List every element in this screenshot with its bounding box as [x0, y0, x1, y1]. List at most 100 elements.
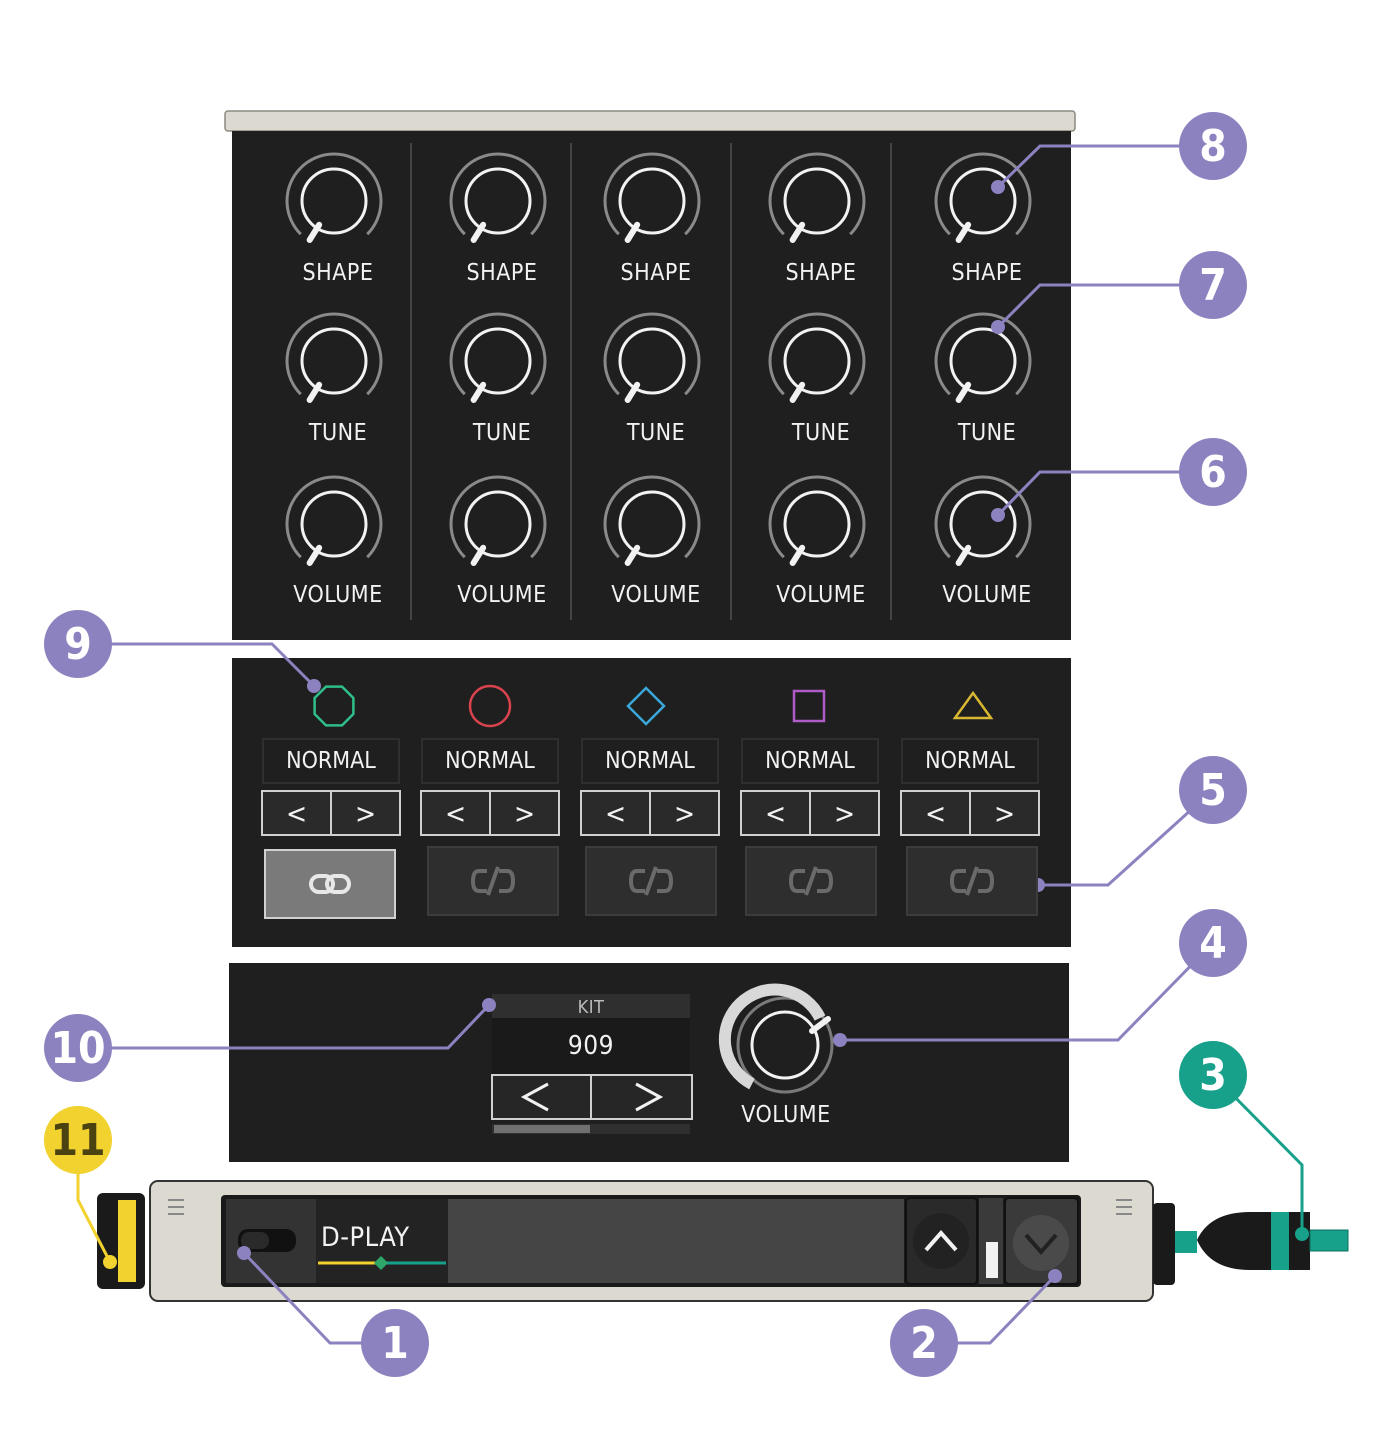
knob-tune[interactable]: [603, 312, 701, 404]
knob-volume[interactable]: [603, 475, 701, 567]
callout-anchor-dot: [991, 320, 1005, 334]
cable-tip: [1309, 1229, 1349, 1252]
callout-badge: 4: [1179, 909, 1247, 977]
knob-tune[interactable]: [934, 312, 1032, 404]
callout-badge: 2: [890, 1309, 958, 1377]
callout-leader-line: [996, 470, 1213, 517]
callout-leader-line: [78, 642, 316, 688]
cable-plug: [1197, 1212, 1310, 1270]
mode-prev-button[interactable]: <: [740, 790, 811, 836]
kit-next-button[interactable]: [590, 1074, 693, 1120]
mode-prev-button[interactable]: <: [420, 790, 491, 836]
knob-shape-label: SHAPE: [951, 260, 1023, 286]
kit-display: [492, 1018, 690, 1074]
knob-volume[interactable]: [934, 475, 1032, 567]
callout-leader-line: [1038, 788, 1215, 887]
mode-prev-button[interactable]: <: [900, 790, 971, 836]
scroll-down-bg: [1013, 1215, 1069, 1271]
mode-next-button[interactable]: >: [491, 790, 560, 836]
circle-icon: [468, 684, 512, 728]
link-toggle-button[interactable]: [585, 846, 717, 916]
callout-leader-line: [78, 1003, 491, 1050]
mode-display: NORMAL: [741, 738, 879, 784]
unlink-icon: [788, 866, 834, 896]
kit-value: 909: [567, 1031, 615, 1061]
knob-shape-label: SHAPE: [466, 260, 538, 286]
kit-label: KIT: [577, 997, 605, 1018]
right-grip-icon: [1116, 1199, 1132, 1215]
knob-volume[interactable]: [449, 475, 547, 567]
callout-badge: 9: [44, 610, 112, 678]
octagon-icon: [313, 685, 355, 727]
callout-anchor-dot: [1295, 1227, 1309, 1241]
mode-stepper: <>: [740, 790, 880, 836]
voice-symbols: [313, 684, 994, 728]
knob-tune-label: TUNE: [626, 420, 686, 446]
knob-volume-label: VOLUME: [942, 582, 1032, 608]
mode-next-button[interactable]: >: [811, 790, 880, 836]
mode-stepper: <>: [900, 790, 1040, 836]
knob-tune-label: TUNE: [791, 420, 851, 446]
callout-leader-line: [996, 283, 1213, 329]
knob-volume[interactable]: [768, 475, 866, 567]
callout-anchor-dot: [482, 998, 496, 1012]
knob-volume-label: VOLUME: [457, 582, 547, 608]
callout-badge: 1: [361, 1309, 429, 1377]
power-toggle-knob: [241, 1232, 269, 1249]
master-volume-knob[interactable]: [718, 983, 834, 1094]
chevron-up-icon: [924, 1229, 958, 1252]
kit-prev-button[interactable]: [491, 1074, 592, 1120]
link-toggle-button[interactable]: [264, 849, 396, 919]
module-name: D-PLAY: [321, 1222, 410, 1253]
callout-leader-line: [996, 144, 1213, 189]
scroll-thumb[interactable]: [986, 1242, 998, 1278]
callout-anchor-dot: [833, 1033, 847, 1047]
knob-tune[interactable]: [449, 312, 547, 404]
callout-anchor-dot: [237, 1246, 251, 1260]
callout-badge: 10: [44, 1014, 112, 1082]
knob-tune-label: TUNE: [957, 420, 1017, 446]
knob-shape[interactable]: [449, 152, 547, 244]
knob-tune[interactable]: [768, 312, 866, 404]
knob-volume-label: VOLUME: [776, 582, 866, 608]
knob-shape-label: SHAPE: [785, 260, 857, 286]
kit-next-icon: [635, 1082, 664, 1112]
callout-badge: 11: [44, 1106, 112, 1174]
knob-tune[interactable]: [285, 312, 383, 404]
mode-prev-button[interactable]: <: [261, 790, 332, 836]
knob-shape[interactable]: [603, 152, 701, 244]
name-marker-icon: [374, 1256, 388, 1270]
unlink-icon: [628, 866, 674, 896]
knob-shape[interactable]: [768, 152, 866, 244]
link-toggle-button[interactable]: [745, 846, 877, 916]
callout-leaders: [76, 144, 1309, 1345]
mode-display: NORMAL: [262, 738, 400, 784]
callout-badge: 5: [1179, 756, 1247, 824]
right-connector-stub: [1175, 1231, 1197, 1253]
mode-prev-button[interactable]: <: [580, 790, 651, 836]
mode-display: NORMAL: [901, 738, 1039, 784]
mode-next-button[interactable]: >: [332, 790, 401, 836]
link-toggle-button[interactable]: [906, 846, 1038, 916]
master-volume-label: VOLUME: [741, 1102, 831, 1128]
callout-leader-line: [840, 941, 1215, 1042]
callout-badge: 7: [1179, 251, 1247, 319]
knob-shape[interactable]: [285, 152, 383, 244]
mode-display: NORMAL: [581, 738, 719, 784]
mode-next-button[interactable]: >: [971, 790, 1040, 836]
mode-stepper: <>: [420, 790, 560, 836]
knob-volume[interactable]: [285, 475, 383, 567]
knob-tune-label: TUNE: [472, 420, 532, 446]
callout-anchor-dot: [307, 679, 321, 693]
mode-next-button[interactable]: >: [651, 790, 720, 836]
callout-badge: 3: [1179, 1041, 1247, 1109]
mode-stepper: <>: [580, 790, 720, 836]
link-toggle-button[interactable]: [427, 846, 559, 916]
scroll-up-bg: [913, 1213, 969, 1269]
knob-volume-label: VOLUME: [293, 582, 383, 608]
triangle-icon: [952, 690, 994, 720]
callout-anchor-dot: [991, 508, 1005, 522]
square-icon: [792, 689, 826, 723]
callout-badge: 8: [1179, 112, 1247, 180]
